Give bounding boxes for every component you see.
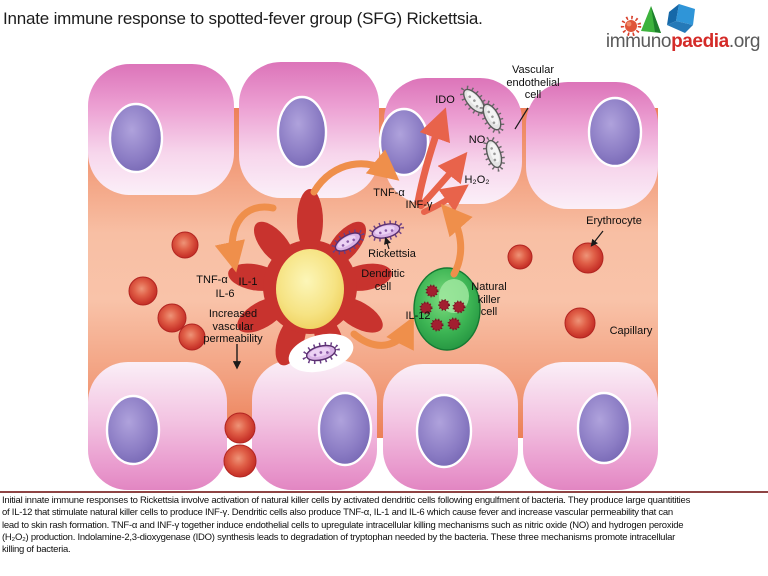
- logo-immuno: immuno: [605, 31, 672, 52]
- logo-org: .org: [728, 31, 761, 52]
- pointer-rickettsia: [384, 236, 391, 250]
- logo-cone-icon: [641, 6, 661, 33]
- logo-paedia: paedia: [671, 31, 729, 52]
- natural-killer-cell: [413, 267, 481, 351]
- arrow-nk-to-inf: [440, 203, 473, 278]
- logo-wordmark: immunopaedia.org: [605, 31, 761, 53]
- page-title: Innate immune response to spotted-fever …: [3, 9, 483, 28]
- caption-line: lead to skin rash formation. TNF-α and I…: [2, 519, 684, 531]
- immunopaedia-logo: immunopaedia.org: [589, 2, 764, 56]
- endothelial-cells-top: [88, 62, 658, 209]
- caption-line: of IL-12 that stimulate natural killer c…: [2, 507, 673, 519]
- escaping-erythrocytes: [223, 412, 257, 478]
- endothelial-cells-bottom: [88, 360, 658, 490]
- logo-shapes-icon: [620, 4, 695, 37]
- phagosome-with-rickettsia: [288, 333, 354, 373]
- arrow-dc-to-left-cytokines: [214, 203, 277, 273]
- dendritic-nucleus: [276, 249, 344, 329]
- dendritic-cell: [228, 189, 392, 373]
- logo-spiky-ball-icon: [620, 15, 642, 37]
- pointer-vascular-endothelial: [514, 107, 529, 130]
- arrow-dc-to-nk-il12: [350, 316, 414, 351]
- cytokine-arrows: [214, 149, 473, 351]
- capillary-diagram: [88, 62, 658, 490]
- logo-cube-icon: [667, 4, 695, 33]
- caption: Initial innate immune responses to Ricke…: [0, 491, 768, 556]
- pointer-lines: [232, 107, 604, 370]
- erythrocytes: [128, 231, 604, 351]
- caption-line: killing of bacteria.: [2, 544, 71, 556]
- pointer-erythrocyte: [590, 230, 604, 247]
- caption-line: (H₂O₂) production. Indolamine-2,3-dioxyg…: [2, 531, 676, 543]
- caption-line: Initial innate immune responses to Ricke…: [2, 495, 691, 506]
- killing-mechanism-arrows: [414, 107, 469, 215]
- arrow-dc-to-tnf-inf: [310, 149, 400, 196]
